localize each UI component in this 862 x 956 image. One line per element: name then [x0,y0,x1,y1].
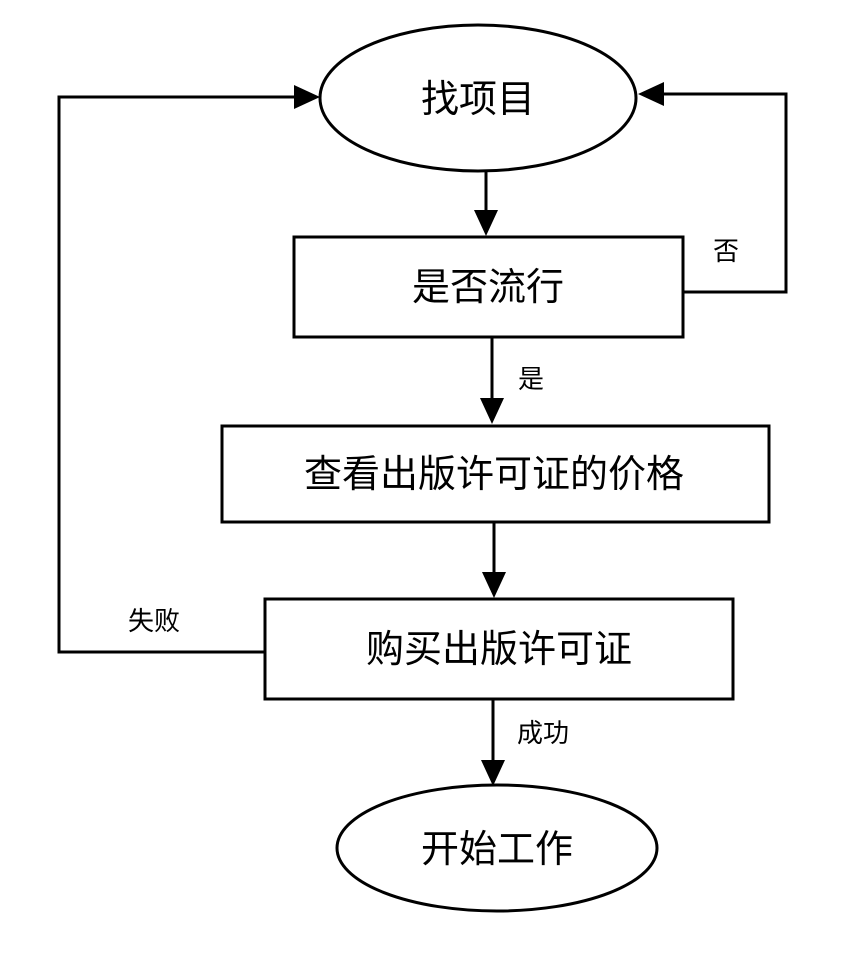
popular-node [292,235,685,339]
edge-label-fail: 失败 [128,607,180,637]
buy-node [263,597,735,701]
price-node [220,424,771,524]
price-node-label: 查看出版许可证的价格 [304,452,684,496]
buy-node-label: 购买出版许可证 [366,627,632,671]
edge-popular-no [662,92,788,294]
arrowhead-price-to-buy [482,572,506,598]
arrowhead-buy-success [481,760,505,786]
end-node-label: 开始工作 [421,827,573,871]
arrowhead-buy-fail [294,85,320,109]
start-node-label: 找项目 [421,77,535,121]
arrowhead-popular-no [638,82,664,106]
popular-node-label: 是否流行 [412,265,564,309]
edge-label-success: 成功 [517,719,569,749]
edge-label-yes: 是 [518,365,544,395]
end-node [335,783,659,913]
arrowhead-start-to-popular [474,210,498,236]
start-node [318,23,638,173]
edge-label-no: 否 [713,237,739,267]
edge-buy-fail [57,95,296,654]
arrowhead-popular-yes [480,398,504,424]
